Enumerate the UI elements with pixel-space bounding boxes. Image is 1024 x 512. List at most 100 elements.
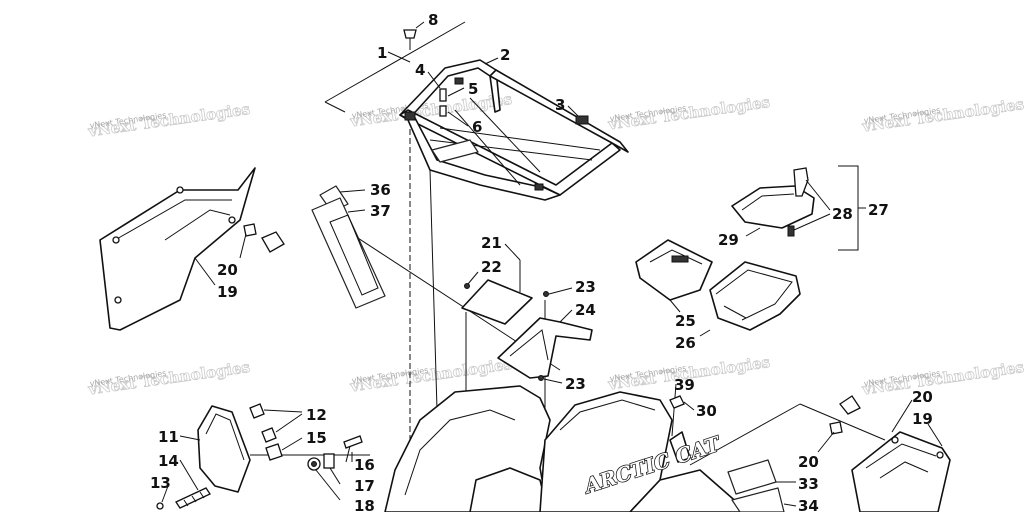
callout-29: 29 <box>718 231 739 249</box>
body-tank-contour <box>559 399 656 431</box>
callout-26: 26 <box>675 334 696 352</box>
box-26-rim <box>715 269 793 321</box>
left-panel-edge <box>114 199 232 241</box>
callout-labels: 1 2 3 4 5 6 8 11 12 13 14 15 16 17 18 19… <box>150 11 933 512</box>
leader-28b <box>793 213 831 231</box>
callout-3: 3 <box>555 96 565 114</box>
plug-30 <box>669 395 685 409</box>
latch-28 <box>793 167 809 197</box>
leader-20-left <box>239 233 247 259</box>
rack-crossbar-3 <box>454 109 521 186</box>
leader-14 <box>179 459 199 491</box>
callout-37: 37 <box>370 202 391 220</box>
callout-12: 12 <box>306 406 327 424</box>
callout-20-mid: 20 <box>798 453 819 471</box>
liner-25 <box>635 239 713 301</box>
left-front-assembly <box>156 403 363 510</box>
callout-22: 22 <box>481 258 502 276</box>
bracket-24-inner <box>509 329 549 361</box>
callout-8: 8 <box>428 11 438 29</box>
leader-12a <box>263 409 303 413</box>
liner-25-latch <box>671 255 689 263</box>
decal-33 <box>727 459 777 495</box>
bolt-16-shank <box>345 445 351 463</box>
guard-11 <box>197 405 251 493</box>
right-panel-crease <box>879 461 929 479</box>
callout-27: 27 <box>868 201 889 219</box>
callout-20-right: 20 <box>912 388 933 406</box>
callout-19-left: 19 <box>217 283 238 301</box>
screw-22 <box>464 283 470 289</box>
left-side-panel <box>99 167 285 331</box>
pin-13 <box>156 502 164 510</box>
left-panel-body <box>99 167 256 331</box>
leader-36 <box>339 189 366 193</box>
fastener-20-left <box>261 231 285 253</box>
callout-14: 14 <box>158 452 179 470</box>
lower-decals <box>727 459 797 512</box>
left-panel-rivet <box>228 216 236 224</box>
rack-plate <box>431 139 479 163</box>
leader-37 <box>347 209 366 213</box>
callout-24: 24 <box>575 301 596 319</box>
leader-17 <box>329 467 341 485</box>
guard-11-edge <box>205 413 245 461</box>
watermark-3: vNext Technologies vNext Technologies <box>606 93 772 134</box>
fastener-20-right <box>839 395 861 415</box>
rack-bracket-tick <box>324 101 346 113</box>
callout-13: 13 <box>150 474 171 492</box>
callout-17: 17 <box>354 477 375 495</box>
spring-14-coils <box>183 491 205 507</box>
callout-33: 33 <box>798 475 819 493</box>
box-26 <box>709 261 801 331</box>
callout-15: 15 <box>306 429 327 447</box>
bolt-16 <box>343 435 363 449</box>
leader-25 <box>669 299 681 313</box>
guide-right-1 <box>689 403 801 466</box>
rack-crossbar-2 <box>439 127 601 151</box>
callout-5: 5 <box>468 80 478 98</box>
leader-18 <box>315 469 341 501</box>
box-26-rib <box>723 305 747 319</box>
leader-30 <box>683 401 695 411</box>
leader-23-top <box>548 287 573 295</box>
body-bracket-39 <box>669 431 691 463</box>
rack-frame-side <box>407 117 561 201</box>
left-panel-crease <box>164 209 231 241</box>
leader-5 <box>447 87 465 97</box>
storage-box <box>635 239 801 337</box>
screw-12-top <box>249 403 265 419</box>
body-rear-contour <box>404 409 516 496</box>
bracket-24 <box>497 317 593 379</box>
grommet-20-left <box>243 223 257 237</box>
lid-29 <box>731 185 815 229</box>
callout-11: 11 <box>158 428 179 446</box>
leader-20-right <box>891 399 913 433</box>
leader-8 <box>415 21 425 29</box>
callout-21: 21 <box>481 234 502 252</box>
screw-12-mid <box>261 427 277 443</box>
callout-23-top: 23 <box>575 278 596 296</box>
callout-28: 28 <box>832 205 853 223</box>
leader-22 <box>467 271 479 285</box>
leader-4 <box>427 71 441 89</box>
callout-20-left: 20 <box>217 261 238 279</box>
leader-19-left <box>194 257 216 286</box>
body-front <box>629 469 746 512</box>
callout-4: 4 <box>415 61 425 79</box>
leader-23-bottom <box>543 378 563 384</box>
rack-hardware <box>403 21 589 127</box>
leader-15 <box>281 437 303 451</box>
center-cover <box>461 243 593 384</box>
callout-23-bottom: 23 <box>565 375 586 393</box>
spacer-5 <box>439 88 447 102</box>
grommet-20-mid <box>829 421 843 435</box>
leader-2 <box>484 57 499 65</box>
leader-3 <box>567 105 579 117</box>
left-panel-rivet <box>112 236 120 244</box>
rear-rack <box>399 59 629 201</box>
main-body: ARCTIC CAT <box>384 383 746 512</box>
right-panel-rivet <box>936 451 944 459</box>
leader-11 <box>179 435 201 441</box>
